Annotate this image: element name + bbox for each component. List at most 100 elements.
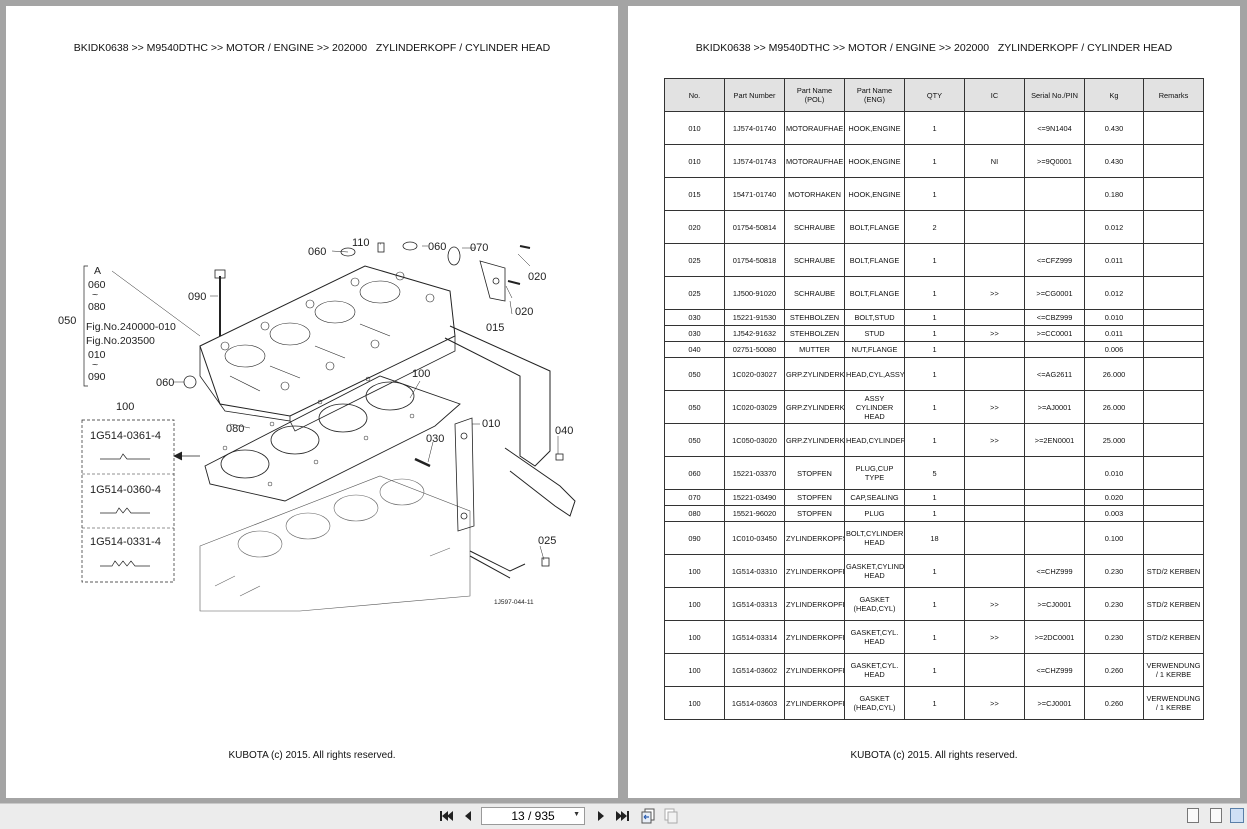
remarks-cell: STD/2 KERBEN: [1143, 587, 1204, 621]
ic-cell: >>: [964, 620, 1025, 654]
item-number-cell: 070: [664, 489, 725, 506]
right-page: BKIDK0638 >> M9540DTHC >> MOTOR / ENGINE…: [628, 6, 1240, 798]
weight-cell: 0.011: [1084, 325, 1144, 342]
bracket-label: 080: [88, 301, 106, 313]
ic-cell: [964, 357, 1025, 391]
serial-cell: <=CBZ999: [1024, 309, 1085, 326]
ic-cell: >>: [964, 686, 1025, 720]
serial-cell: [1024, 210, 1085, 244]
part-name-eng-cell: ASSY CYLINDER HEAD: [844, 390, 905, 424]
serial-cell: <=CHZ999: [1024, 653, 1085, 687]
continuous-view-icon[interactable]: [1210, 808, 1222, 823]
part-name-pol-cell: GRP.ZYLINDERKOPF: [784, 390, 845, 424]
callout-020: 020: [528, 271, 546, 283]
part-number-cell: 1G514-03602: [724, 653, 785, 687]
item-number-cell: 050: [664, 390, 725, 424]
part-name-pol-cell: SCHRAUBE: [784, 243, 845, 277]
weight-cell: 0.012: [1084, 276, 1144, 310]
column-header: Serial No./PIN: [1024, 78, 1085, 112]
part-name-pol-cell: SCHRAUBE: [784, 276, 845, 310]
next-page-icon[interactable]: [592, 807, 610, 825]
ic-cell: >>: [964, 423, 1025, 457]
remarks-cell: VERWENDUNG / 1 KERBE: [1143, 653, 1204, 687]
drawing-number: 1J597-044-11: [494, 599, 534, 606]
part-name-eng-cell: CAP,SEALING: [844, 489, 905, 506]
callout-040: 040: [555, 425, 573, 437]
gasket-variant-label: 1G514-0331-4: [90, 536, 161, 548]
table-row: 1001G514-03602ZYLINDERKOPFDICHTUNGGASKET…: [664, 653, 1204, 687]
single-page-view-icon[interactable]: [1187, 808, 1199, 823]
weight-cell: 26.000: [1084, 357, 1144, 391]
first-page-icon[interactable]: [437, 807, 455, 825]
serial-cell: >=CC0001: [1024, 325, 1085, 342]
qty-cell: 1: [904, 653, 965, 687]
ic-cell: [964, 243, 1025, 277]
item-number-cell: 100: [664, 620, 725, 654]
page-number-select[interactable]: 13 / 935 ▼: [481, 807, 585, 825]
page-footer: KUBOTA (c) 2015. All rights reserved.: [228, 750, 396, 761]
part-name-pol-cell: ZYLINDERKOPFDICHTUNG: [784, 554, 845, 588]
part-number-cell: 15471-01740: [724, 177, 785, 211]
two-page-view-icon[interactable]: [1230, 808, 1244, 823]
callout-110: 110: [352, 237, 370, 249]
remarks-cell: [1143, 521, 1204, 555]
part-name-eng-cell: HEAD,CYLINDER,ASSY: [844, 423, 905, 457]
go-forward-icon[interactable]: [662, 807, 680, 825]
part-name-eng-cell: BOLT,CYLINDER HEAD: [844, 521, 905, 555]
qty-cell: 1: [904, 276, 965, 310]
item-number-cell: 100: [664, 587, 725, 621]
part-name-pol-cell: STOPFEN: [784, 489, 845, 506]
table-row: 1001G514-03603ZYLINDERKOPFDICHTUNGGASKET…: [664, 686, 1204, 720]
callout-090: 090: [188, 291, 206, 303]
bracket-label: Fig.No.240000-010: [86, 321, 176, 333]
last-page-icon[interactable]: [614, 807, 632, 825]
callout-025: 025: [538, 535, 556, 547]
part-number-cell: 1J574-01743: [724, 144, 785, 178]
ic-cell: [964, 489, 1025, 506]
callout-060: 060: [428, 241, 446, 253]
qty-cell: 1: [904, 111, 965, 145]
part-name-eng-cell: HOOK,ENGINE: [844, 177, 905, 211]
part-name-pol-cell: STOPFEN: [784, 456, 845, 490]
weight-cell: 0.260: [1084, 686, 1144, 720]
weight-cell: 0.430: [1084, 111, 1144, 145]
previous-page-icon[interactable]: [459, 807, 477, 825]
part-name-eng-cell: GASKET,CYL. HEAD: [844, 620, 905, 654]
qty-cell: 1: [904, 177, 965, 211]
go-back-icon[interactable]: [639, 807, 657, 825]
weight-cell: 0.006: [1084, 341, 1144, 358]
weight-cell: 0.260: [1084, 653, 1144, 687]
ic-cell: [964, 521, 1025, 555]
parts-table: No. Part Number Part Name (POL) Part Nam…: [664, 78, 1204, 720]
column-header: Part Name (ENG): [844, 78, 905, 112]
item-number-cell: 050: [664, 357, 725, 391]
qty-cell: 1: [904, 390, 965, 424]
serial-cell: >=2EN0001: [1024, 423, 1085, 457]
weight-cell: 0.230: [1084, 587, 1144, 621]
part-name-pol-cell: GRP.ZYLINDERKOPF: [784, 357, 845, 391]
column-header: No.: [664, 78, 725, 112]
weight-cell: 0.230: [1084, 554, 1144, 588]
part-name-eng-cell: BOLT,STUD: [844, 309, 905, 326]
remarks-cell: [1143, 325, 1204, 342]
table-header-row: No. Part Number Part Name (POL) Part Nam…: [664, 78, 1204, 112]
part-name-pol-cell: ZYLINDERKOPFDICHTUNG: [784, 587, 845, 621]
page-header: BKIDK0638 >> M9540DTHC >> MOTOR / ENGINE…: [73, 42, 551, 54]
remarks-cell: STD/2 KERBEN: [1143, 554, 1204, 588]
qty-cell: 18: [904, 521, 965, 555]
part-number-cell: 1G514-03603: [724, 686, 785, 720]
qty-cell: 5: [904, 456, 965, 490]
ic-cell: [964, 111, 1025, 145]
part-name-eng-cell: GASKET,CYLINDER HEAD: [844, 554, 905, 588]
weight-cell: 0.430: [1084, 144, 1144, 178]
part-number-cell: 1G514-03313: [724, 587, 785, 621]
item-number-cell: 090: [664, 521, 725, 555]
weight-cell: 0.012: [1084, 210, 1144, 244]
serial-cell: >=AJ0001: [1024, 390, 1085, 424]
item-number-cell: 060: [664, 456, 725, 490]
item-number-cell: 030: [664, 309, 725, 326]
part-name-eng-cell: BOLT,FLANGE: [844, 276, 905, 310]
remarks-cell: [1143, 423, 1204, 457]
